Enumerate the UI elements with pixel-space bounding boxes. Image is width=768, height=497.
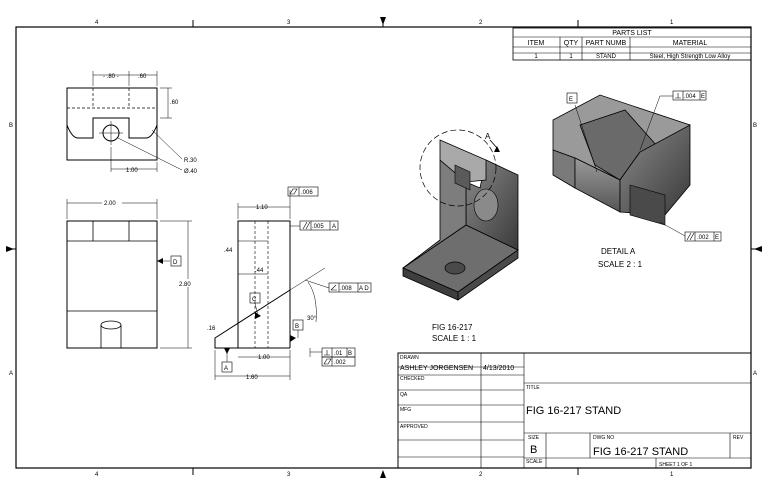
sheet-border [6, 17, 762, 478]
drawing-title: FIG 16-217 STAND [526, 405, 621, 417]
top-view: - .80 - .60 .60 1.00 R.30 Ø.40 [66, 71, 198, 175]
parts-list-title: PARTS LIST [612, 30, 652, 37]
parts-header-part-number: PART NUMB [586, 40, 627, 47]
dim-side-44a: .44 [224, 248, 233, 254]
dim-side-angle: 30° [307, 316, 317, 322]
parts-row-qty: 1 [569, 54, 573, 60]
sheet-size: B [530, 444, 537, 456]
datum-e: E [569, 97, 573, 103]
dim-top-80: - .80 - [103, 74, 119, 80]
parts-list: PARTS LIST ITEM QTY PART NUMB MATERIAL 1… [512, 27, 752, 61]
zone-bottom-3: 3 [287, 472, 291, 478]
checked-label: CHECKED [400, 376, 425, 382]
zone-bottom-1: 1 [670, 472, 674, 478]
detail-fcf-top: .004 [684, 94, 696, 100]
detail-fcf-top-datum: E [701, 94, 705, 100]
center-mark-left-icon [6, 246, 14, 252]
zone-right-a: A [753, 371, 757, 377]
zone-top-1: 1 [670, 20, 674, 26]
dim-front-width: 2.00 [104, 201, 116, 207]
fcf-angularity: .008 [340, 286, 352, 292]
detail-view: E .004 E .002 E DETAIL A SCALE 2 : 1 [552, 90, 722, 269]
angularity-icon [330, 284, 337, 291]
dim-top-60a: .60 [138, 74, 147, 80]
center-mark-bottom-icon [380, 470, 386, 478]
fcf-parallel-datum: A [332, 224, 336, 230]
dim-side-160: 1.60 [246, 375, 258, 381]
dim-top-radius: R.30 [184, 158, 197, 164]
center-mark-top-icon [380, 17, 386, 25]
sheet-number: SHEET 1 OF 1 [659, 462, 692, 468]
datum-d: D [173, 260, 178, 266]
flatness-icon [323, 358, 332, 365]
drawn-date: 4/13/2010 [483, 365, 514, 372]
zone-top-3: 3 [287, 20, 291, 26]
detail-view-scale: SCALE 2 : 1 [598, 260, 643, 269]
dim-top-diameter: Ø.40 [184, 169, 198, 175]
dwg-no-label: DWG NO [593, 435, 614, 441]
side-view: 1.10 .44 .44 .16 1.00 1.60 30° C B A .00… [207, 186, 372, 381]
rev-label: REV [733, 435, 744, 441]
center-mark-right-icon [754, 246, 762, 252]
drawn-name: ASHLEY JORGENSEN [400, 365, 473, 372]
detail-fcf-bottom: .002 [697, 235, 709, 241]
dim-side-16: .16 [207, 326, 216, 332]
fcf-flatness-top: .006 [301, 190, 313, 196]
fcf-perp-datum: B [348, 351, 352, 357]
drawn-label: DRAWN [400, 355, 419, 361]
zone-left-b: B [9, 123, 13, 129]
size-label: SIZE [528, 435, 540, 441]
zone-right-b: B [753, 123, 757, 129]
zone-bottom-4: 4 [95, 472, 99, 478]
datum-b: B [295, 324, 299, 330]
parts-header-item: ITEM [528, 40, 545, 47]
qa-label: QA [400, 392, 408, 398]
perpendicularity-icon [675, 93, 681, 99]
iso-view-scale: SCALE 1 : 1 [432, 334, 477, 343]
zone-left-a: A [9, 371, 13, 377]
front-view: 2.00 2.80 D [66, 199, 198, 349]
perpendicularity-icon [324, 350, 330, 356]
parallel-icon [686, 232, 695, 241]
dim-front-height: 2.80 [179, 282, 191, 288]
fcf-angularity-datums: A D [359, 286, 369, 292]
dim-side-44b: .44 [255, 268, 264, 274]
title-label: TITLE [526, 385, 540, 391]
drawing-number: FIG 16-217 STAND [593, 446, 688, 458]
detail-a-reference: A [485, 132, 491, 141]
fcf-flatness-bottom: .002 [334, 360, 346, 366]
dim-side-100: 1.00 [258, 355, 270, 361]
parallel-icon [302, 221, 311, 230]
dim-side-110: 1.10 [256, 205, 268, 211]
mfg-label: MFG [400, 407, 411, 413]
flatness-icon [289, 188, 298, 195]
detail-a-circle [419, 129, 497, 207]
parts-row-item: 1 [534, 54, 538, 60]
parts-row-material: Steel, High Strength Low Alloy [650, 54, 731, 60]
isometric-view: A FIG 16-217 SCALE 1 : 1 [402, 129, 519, 343]
detail-view-label: DETAIL A [601, 247, 636, 256]
zone-labels: 4 3 2 1 4 3 2 1 B A B A [9, 20, 757, 478]
datum-c: C [252, 297, 257, 303]
detail-fcf-bottom-datum: E [715, 235, 719, 241]
view-arrow-icon [494, 146, 500, 152]
parts-row-part-number: STAND [596, 54, 617, 60]
parts-header-material: MATERIAL [673, 40, 708, 47]
dim-top-60b: .60 [170, 100, 179, 106]
datum-a: A [224, 366, 228, 372]
scale-label: SCALE [526, 459, 543, 465]
iso-view-label: FIG 16-217 [432, 323, 473, 332]
approved-label: APPROVED [400, 424, 428, 430]
dim-top-100: 1.00 [126, 168, 138, 174]
fcf-parallel: .005 [312, 224, 324, 230]
title-block: DRAWN ASHLEY JORGENSEN 4/13/2010 CHECKED… [397, 352, 752, 469]
fcf-perp: .01 [334, 351, 343, 357]
parts-header-qty: QTY [564, 40, 579, 47]
zone-top-2: 2 [479, 20, 483, 26]
zone-bottom-2: 2 [479, 472, 483, 478]
zone-top-4: 4 [95, 20, 99, 26]
